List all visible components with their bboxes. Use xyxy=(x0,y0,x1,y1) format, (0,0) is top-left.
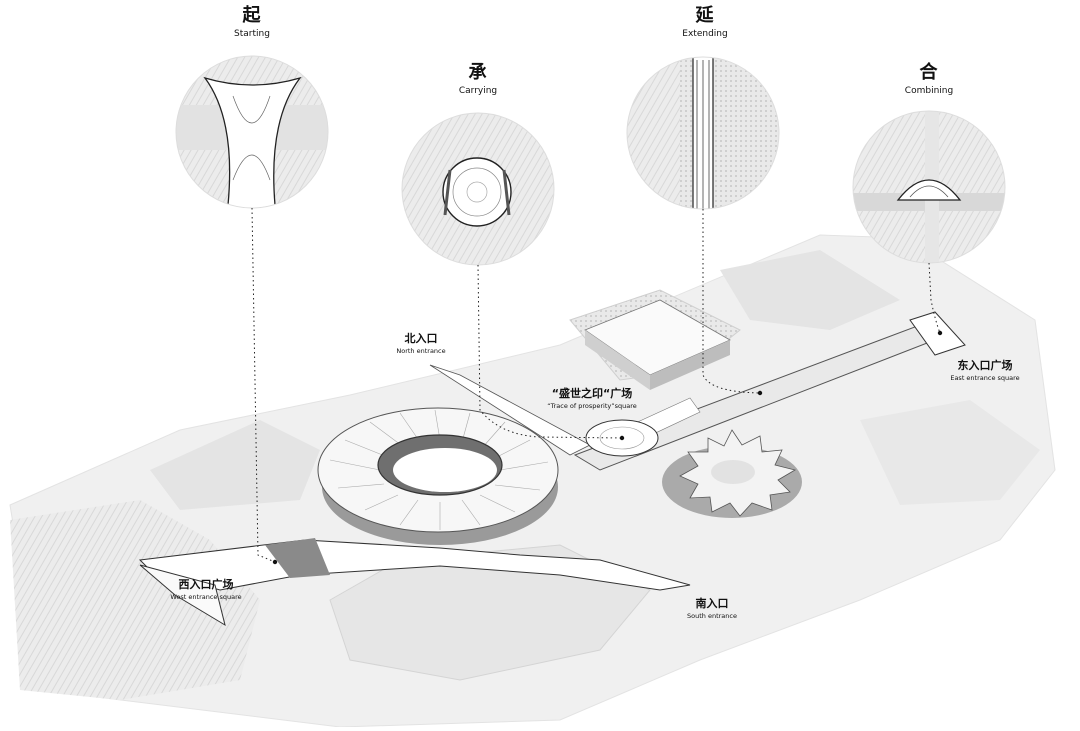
prosperity-plaza-zh: “盛世之印“广场 xyxy=(551,387,633,400)
south-entrance-en: South entrance xyxy=(687,611,737,620)
prosperity-plaza-label: “盛世之印“广场 “Trace of prosperity”square xyxy=(547,387,637,410)
prosperity-plaza-en: “Trace of prosperity”square xyxy=(547,401,637,410)
concept-starting-en: Starting xyxy=(234,28,270,39)
vignette-starting xyxy=(175,55,329,209)
concept-combining-zh: 合 xyxy=(919,62,939,83)
vignette-carrying xyxy=(401,112,555,266)
concept-starting-zh: 起 xyxy=(242,5,262,26)
north-entrance-zh: 北入口 xyxy=(404,332,438,345)
vignette-extending xyxy=(626,56,780,210)
concept-combining-label: 合 Combining xyxy=(905,63,953,97)
north-entrance-label: 北入口 North entrance xyxy=(396,332,446,355)
west-entrance-zh: 西入口广场 xyxy=(178,578,234,591)
vignette-combining xyxy=(852,110,1006,264)
concept-starting-label: 起 Starting xyxy=(234,6,270,40)
east-entrance-label: 东入口广场 East entrance square xyxy=(950,359,1020,382)
concept-carrying-label: 承 Carrying xyxy=(459,63,497,97)
leader-end-dots xyxy=(272,330,943,565)
leader-lines xyxy=(251,207,941,563)
east-entrance-en: East entrance square xyxy=(950,373,1020,382)
concept-carrying-en: Carrying xyxy=(458,85,498,96)
concept-carrying-zh: 承 xyxy=(468,62,488,83)
concept-extending-zh: 延 xyxy=(695,5,715,26)
concept-combining-en: Combining xyxy=(904,85,954,96)
north-entrance-en: North entrance xyxy=(396,346,446,355)
south-entrance-zh: 南入口 xyxy=(695,597,729,610)
secondary-arena xyxy=(662,429,802,518)
main-stadium xyxy=(317,407,559,545)
south-entrance-label: 南入口 South entrance xyxy=(687,597,737,620)
concept-extending-label: 延 Extending xyxy=(682,6,727,40)
concept-extending-en: Extending xyxy=(682,28,728,39)
east-entrance-zh: 东入口广场 xyxy=(957,359,1013,372)
west-entrance-label: 西入口广场 West entrance square xyxy=(170,578,242,601)
west-entrance-en: West entrance square xyxy=(170,592,242,601)
exhibition-hall xyxy=(584,299,731,390)
